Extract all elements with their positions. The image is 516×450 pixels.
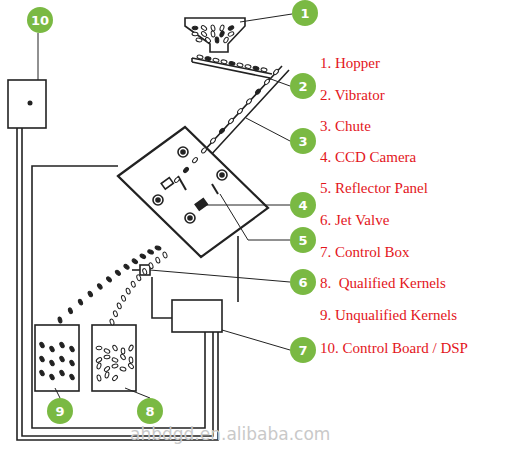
part-name: 10. Control Board / DSP	[320, 341, 468, 356]
callout-number: 1	[300, 7, 309, 20]
callout-circle: 3	[290, 128, 316, 154]
roller	[153, 147, 227, 223]
callout-circle: 1	[292, 0, 318, 26]
sorter-housing	[118, 127, 268, 257]
callout-number: 6	[298, 276, 307, 289]
callout-number: 10	[31, 14, 49, 27]
kernels	[39, 25, 279, 382]
part-name: 1. Hopper	[320, 56, 380, 71]
callout-number: 3	[298, 135, 307, 148]
part-name: 8. Qualified Kernels	[320, 276, 446, 291]
callout-number: 2	[298, 80, 307, 93]
callout-circle: 7	[290, 337, 316, 363]
wire	[152, 277, 172, 318]
callout-circle: 10	[27, 7, 53, 33]
reflector-panel	[212, 184, 218, 194]
callout-number: 5	[298, 234, 307, 247]
hopper	[185, 18, 245, 52]
part-name: 3. Chute	[320, 119, 371, 134]
callout-number: 9	[55, 405, 64, 418]
part-name: 5. Reflector Panel	[320, 181, 428, 196]
callout-circle: 8	[137, 398, 163, 424]
callout-circle: 5	[290, 227, 316, 253]
ccd-camera	[161, 178, 207, 211]
jet-valve	[132, 269, 140, 271]
callout-circle: 9	[47, 398, 73, 424]
callout-number: 8	[145, 405, 154, 418]
vibrator	[192, 58, 272, 78]
bin-qualified	[92, 325, 136, 391]
control-board	[8, 80, 46, 128]
callout-circle: 4	[290, 192, 316, 218]
part-name: 9. Unqualified Kernels	[320, 308, 457, 323]
control-box	[172, 300, 222, 332]
wire	[237, 236, 239, 302]
jet-valve	[140, 265, 150, 275]
watermark: ahbdgd.en.alibaba.com	[130, 424, 330, 444]
part-name: 2. Vibrator	[320, 88, 385, 103]
callout-number: 4	[298, 199, 307, 212]
bin-unqualified	[35, 325, 79, 391]
callout-circle: 6	[290, 269, 316, 295]
leader-line	[38, 14, 292, 398]
part-name: 6. Jet Valve	[320, 213, 389, 228]
part-name: 4. CCD Camera	[320, 150, 416, 165]
part-name: 7. Control Box	[320, 245, 410, 260]
callout-number: 7	[298, 344, 307, 357]
callout-circle: 2	[290, 73, 316, 99]
